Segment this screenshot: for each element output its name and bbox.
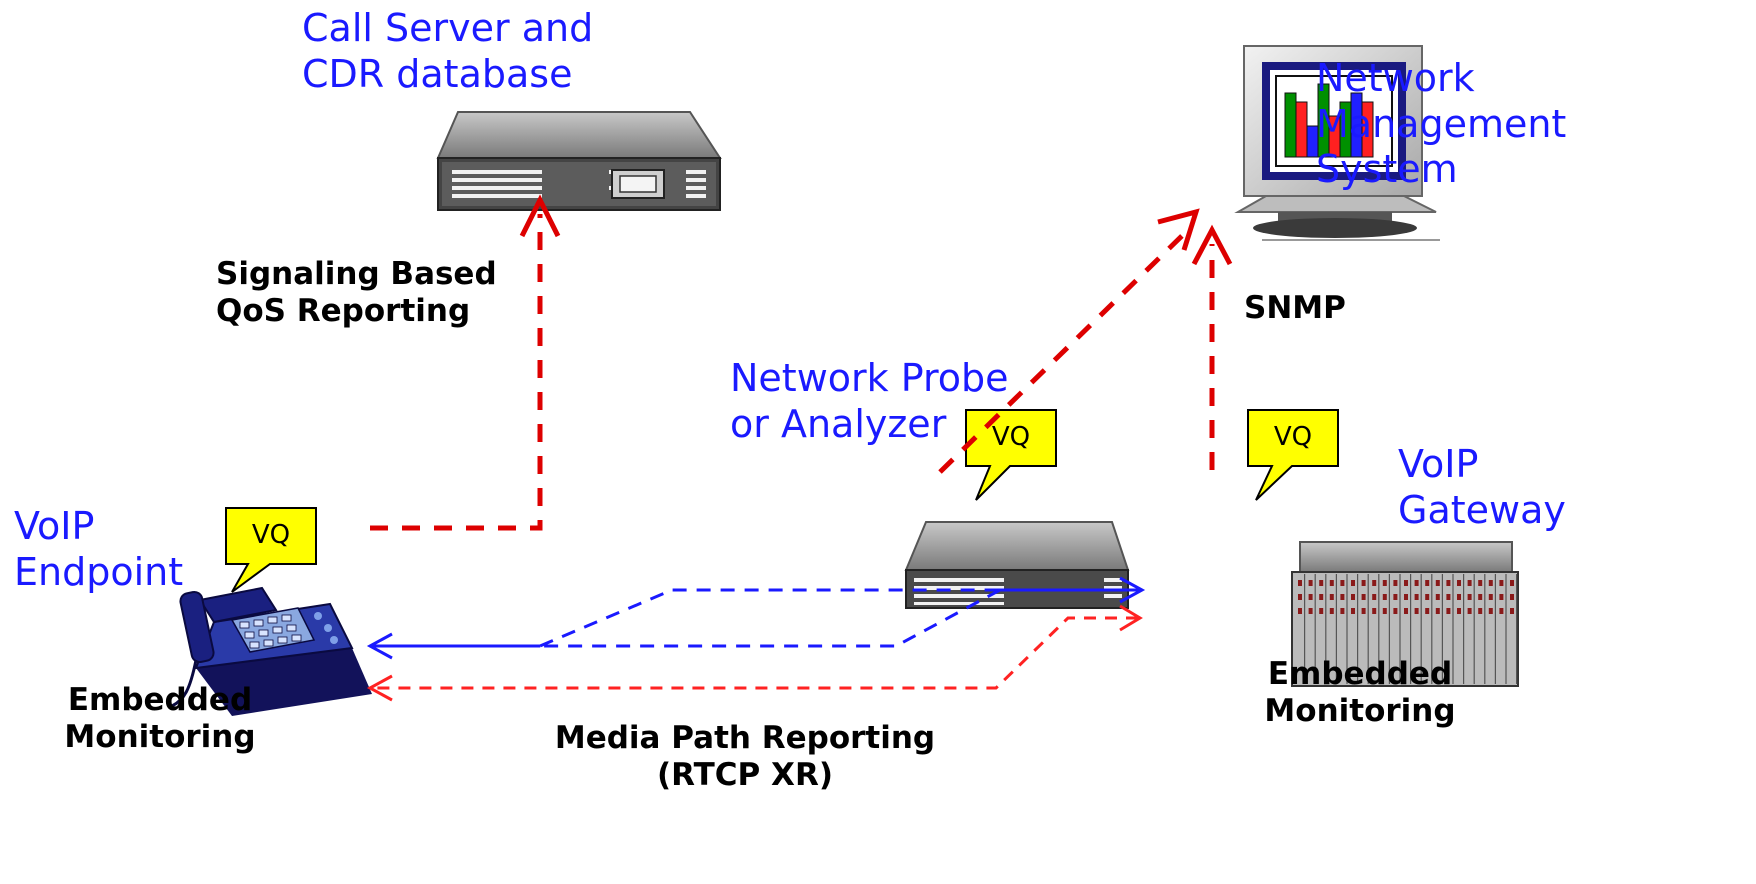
endpoint-label-line1: VoIP (14, 504, 95, 548)
media-path-label: Media Path Reporting (RTCP XR) (520, 720, 970, 794)
nms-label: Network Management System (1316, 56, 1566, 193)
vq-text-endpoint: VQ (251, 520, 291, 550)
media-path-label-line2: (RTCP XR) (657, 757, 833, 794)
call-server-icon (436, 111, 722, 211)
vq-callout-gateway (1247, 409, 1339, 501)
media-path-blue (366, 576, 1146, 660)
gateway-label-line2: Gateway (1398, 487, 1566, 532)
embedded-left-line2: Monitoring (64, 719, 256, 756)
call-server-label-line2: CDR database (302, 51, 573, 96)
media-red-arrowhead-right (1119, 604, 1143, 632)
embedded-left-line1: Embedded (67, 682, 253, 718)
probe-arrowhead (1157, 208, 1200, 251)
snmp-label: SNMP (1244, 290, 1346, 326)
media-path-red (372, 616, 1138, 690)
signaling-label-line2: QoS Reporting (216, 293, 471, 330)
probe-label-line1: Network Probe (730, 356, 1009, 400)
probe-to-nms-arrow (938, 226, 1192, 474)
signaling-reporting-arrow (370, 214, 543, 531)
embedded-right-line2: Monitoring (1264, 693, 1456, 730)
signaling-label-line1: Signaling Based (216, 256, 497, 292)
signaling-label: Signaling Based QoS Reporting (216, 256, 497, 330)
signaling-arrowhead (519, 194, 561, 238)
voip-gateway-icon (1291, 541, 1519, 687)
nms-monitor-icon (1234, 45, 1440, 241)
vq-text-gateway: VQ (1273, 422, 1313, 452)
embedded-monitoring-left-label: Embedded Monitoring (40, 682, 280, 756)
endpoint-label: VoIP Endpoint (14, 504, 183, 595)
vq-callout-probe (965, 409, 1057, 501)
nms-label-line1: Network (1316, 56, 1475, 100)
vq-callout-endpoint (225, 507, 317, 593)
vq-text-probe: VQ (991, 422, 1031, 452)
embedded-right-line1: Embedded (1267, 656, 1453, 692)
call-server-label-line1: Call Server and (302, 6, 594, 50)
media-path-label-line1: Media Path Reporting (554, 720, 936, 756)
nms-label-line2: Management (1316, 101, 1567, 146)
media-red-arrowhead-left (366, 674, 393, 702)
nms-label-line3: System (1316, 147, 1458, 192)
embedded-monitoring-right-label: Embedded Monitoring (1240, 656, 1480, 730)
voip-phone-icon (171, 586, 372, 716)
snmp-arrowhead (1191, 224, 1233, 266)
network-probe-icon (904, 521, 1130, 609)
call-server-label: Call Server and CDR database (302, 6, 593, 97)
gateway-label-line1: VoIP (1398, 442, 1479, 486)
probe-label-line2: or Analyzer (730, 401, 947, 446)
gateway-label: VoIP Gateway (1398, 442, 1566, 533)
endpoint-label-line2: Endpoint (14, 549, 184, 594)
probe-label: Network Probe or Analyzer (730, 356, 1009, 447)
